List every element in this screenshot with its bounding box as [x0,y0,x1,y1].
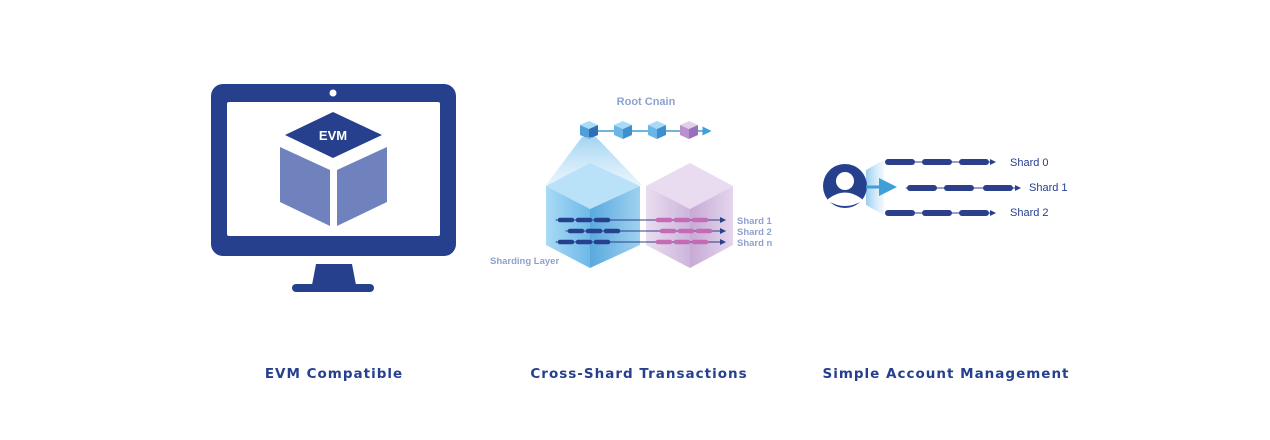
root-block-1 [580,121,598,139]
cross-shard-caption: Cross-Shard Transactions [530,366,748,382]
sharding-cube-blue [546,163,640,268]
evm-compatible-caption: EVM Compatible [264,366,404,382]
cube-top [285,112,382,158]
camera-dot [329,89,337,97]
shard-label-1: Shard 1 [737,216,773,227]
cube-icon: EVM [280,112,387,226]
root-block-3 [648,121,666,139]
shard-label-2: Shard 2 [737,227,772,238]
monitor-stand [312,264,356,285]
root-block-2 [614,121,632,139]
account-shard-label-1: Shard 1 [1029,182,1068,194]
monitor-icon [211,84,456,292]
evm-label: EVM [319,128,347,143]
root-chain-label: Root Cnain [617,96,676,108]
monitor-base [292,284,374,292]
projection-beam [546,137,642,185]
shard-chains [555,217,726,245]
evm-compatible-graphic: EVM [211,84,456,292]
account-shard-label-0: Shard 0 [1010,157,1049,169]
sharding-layer-label: Sharding Layer [490,256,559,267]
root-block-4 [680,121,698,139]
user-icon [823,164,867,208]
account-management-caption: Simple Account Management [822,366,1070,382]
account-shard-label-2: Shard 2 [1010,207,1049,219]
sharding-cube-purple [646,163,733,268]
account-management-graphic: Shard 0 Shard 1 Shard 2 [823,157,1068,219]
root-chain [580,121,712,139]
cross-shard-graphic: Root Cnain [490,96,773,268]
cube-right-face [337,147,387,226]
shard-label-n: Shard n [737,238,773,249]
account-shard-chains [885,159,1021,216]
cube-left-face [280,147,330,226]
